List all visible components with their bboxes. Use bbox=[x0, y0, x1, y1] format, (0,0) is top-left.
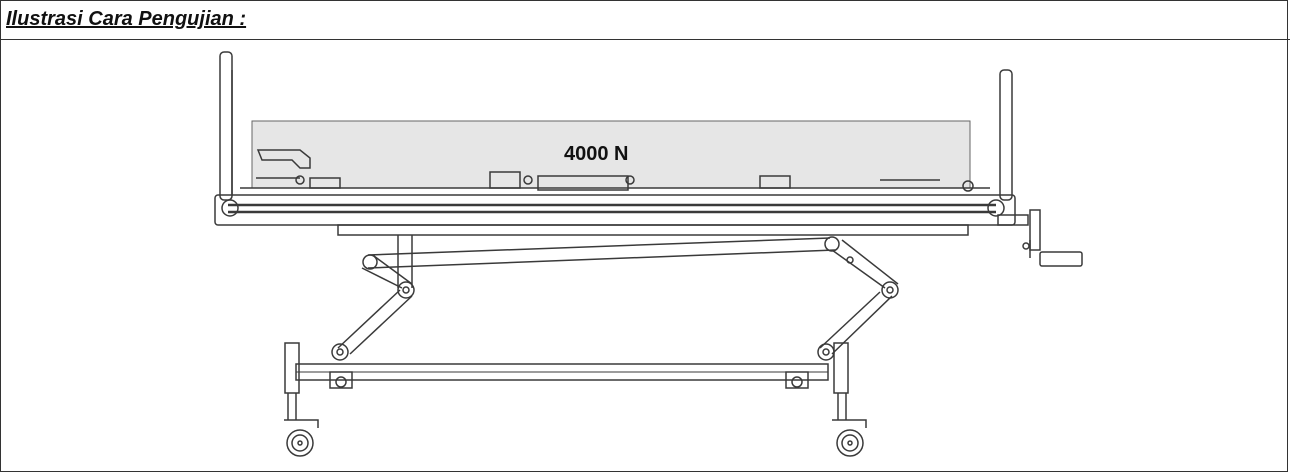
bed-test-diagram: 4000 N bbox=[214, 51, 1083, 457]
right-scissor-arms bbox=[819, 239, 899, 355]
platform-hardware bbox=[240, 171, 990, 192]
main-frame-rail bbox=[214, 194, 1016, 226]
foot-post bbox=[999, 69, 1013, 201]
right-caster bbox=[832, 342, 867, 457]
support-column bbox=[397, 235, 413, 288]
load-label: 4000 N bbox=[564, 143, 629, 165]
side-lever bbox=[256, 149, 311, 185]
under-frame bbox=[337, 224, 969, 236]
left-scissor-arms bbox=[337, 255, 415, 355]
head-post bbox=[219, 51, 233, 201]
test-load-block bbox=[251, 120, 971, 189]
illustration-title: Ilustrasi Cara Pengujian : bbox=[6, 8, 247, 30]
crank-handle bbox=[997, 209, 1083, 267]
upper-link-bar bbox=[362, 236, 840, 270]
header-bar: Ilustrasi Cara Pengujian : bbox=[0, 0, 1290, 40]
left-caster bbox=[284, 342, 319, 457]
base-frame bbox=[295, 343, 835, 389]
